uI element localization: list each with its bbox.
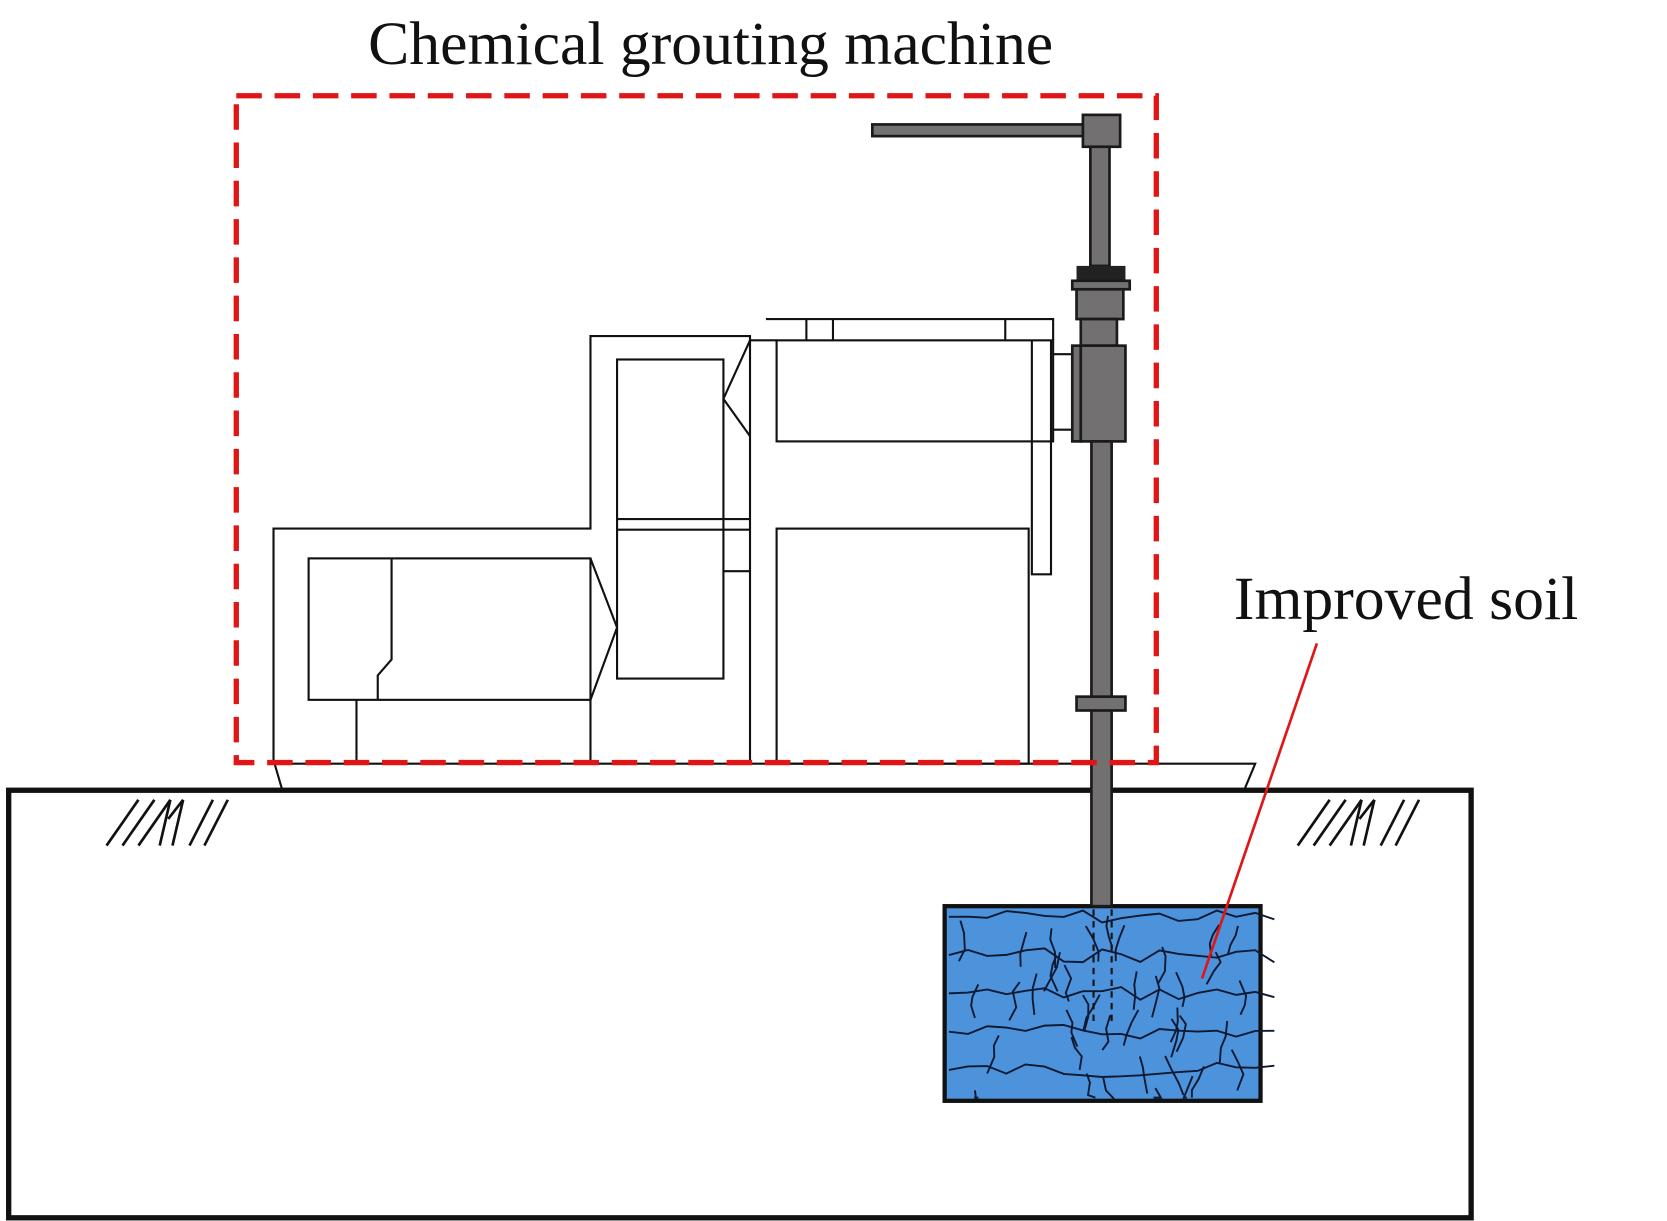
drill-pipe <box>870 113 1132 908</box>
control-box <box>775 527 1030 765</box>
improved-soil-block <box>942 904 1275 1103</box>
soil-leader-line <box>1200 643 1319 979</box>
machine-boundary <box>233 93 1159 766</box>
soil-cracks <box>948 909 1275 1099</box>
tank-box <box>775 339 1055 443</box>
ground-hatch-left <box>105 799 229 847</box>
soil-label: Improved soil <box>1234 565 1578 633</box>
machine-frame <box>272 335 752 764</box>
ground-hatch-right <box>1296 799 1421 847</box>
machine-label: Chemical grouting machine <box>368 10 1053 78</box>
motor-box <box>307 557 592 701</box>
